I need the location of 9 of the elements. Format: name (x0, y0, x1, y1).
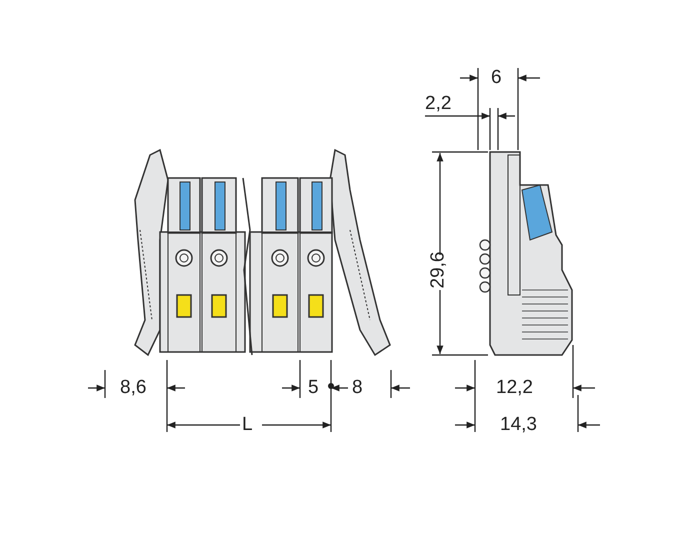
dimension-label: 12,2 (496, 378, 533, 398)
dimension-label: 14,3 (500, 415, 537, 435)
dimension-label: 8,6 (120, 378, 146, 398)
dimension-label: 6 (491, 68, 502, 88)
dimension-label: 5 (308, 378, 319, 398)
dimension-label: 2,2 (425, 94, 452, 114)
dimension-label: 29,6 (428, 252, 448, 288)
dimension-label: 8 (352, 378, 363, 398)
dimension-label: L (242, 415, 253, 435)
